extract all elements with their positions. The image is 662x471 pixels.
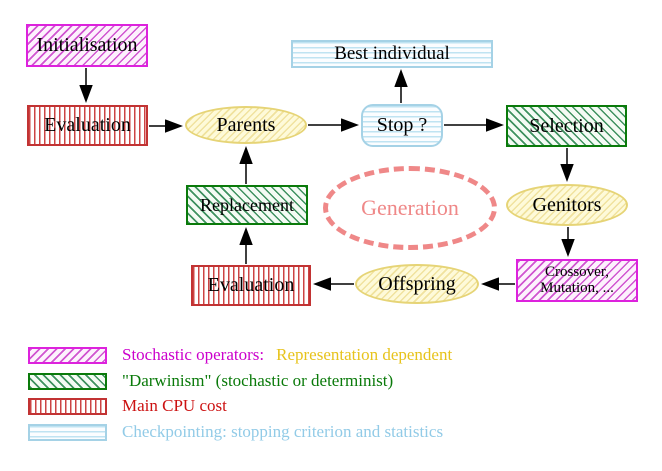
green-hatch-swatch [28, 372, 107, 390]
node-stop: Stop ? [361, 104, 443, 147]
node-best-individual: Best individual [291, 40, 493, 68]
legend-checkpointing-label: Checkpointing: stopping criterion and st… [122, 422, 444, 441]
legend-row-darwinism: "Darwinism" (stochastic or determinist) [28, 371, 394, 390]
node-selection: Selection [506, 105, 627, 147]
legend-row-stochastic: Stochastic operators: Representation dep… [28, 345, 453, 364]
node-parents: Parents [185, 106, 307, 144]
crossover-line-2: Mutation, ... [540, 279, 614, 296]
legend-row-cpu-cost: Main CPU cost [28, 396, 227, 415]
crossover-line-1: Crossover, [545, 263, 609, 280]
node-replacement: Replacement [186, 185, 308, 225]
node-generation-loop: Generation [323, 166, 497, 250]
magenta-hatch-swatch [28, 346, 107, 364]
cyan-stripes-swatch [28, 423, 107, 441]
node-genitors: Genitors [506, 184, 628, 226]
node-crossover-mutation: Crossover, Mutation, ... [516, 259, 638, 302]
node-offspring: Offspring [355, 264, 479, 304]
node-evaluation-bottom: Evaluation [191, 265, 311, 306]
node-initialisation: Initialisation [26, 24, 148, 67]
legend-darwinism-label: "Darwinism" (stochastic or determinist) [122, 371, 394, 390]
legend-representation-label: Representation dependent [276, 345, 453, 364]
legend-stochastic-label: Stochastic operators: [122, 345, 265, 364]
node-evaluation-top: Evaluation [27, 105, 148, 146]
legend-cpu-cost-label: Main CPU cost [122, 396, 227, 415]
legend-row-checkpointing: Checkpointing: stopping criterion and st… [28, 422, 444, 441]
red-stripes-swatch [28, 397, 107, 415]
